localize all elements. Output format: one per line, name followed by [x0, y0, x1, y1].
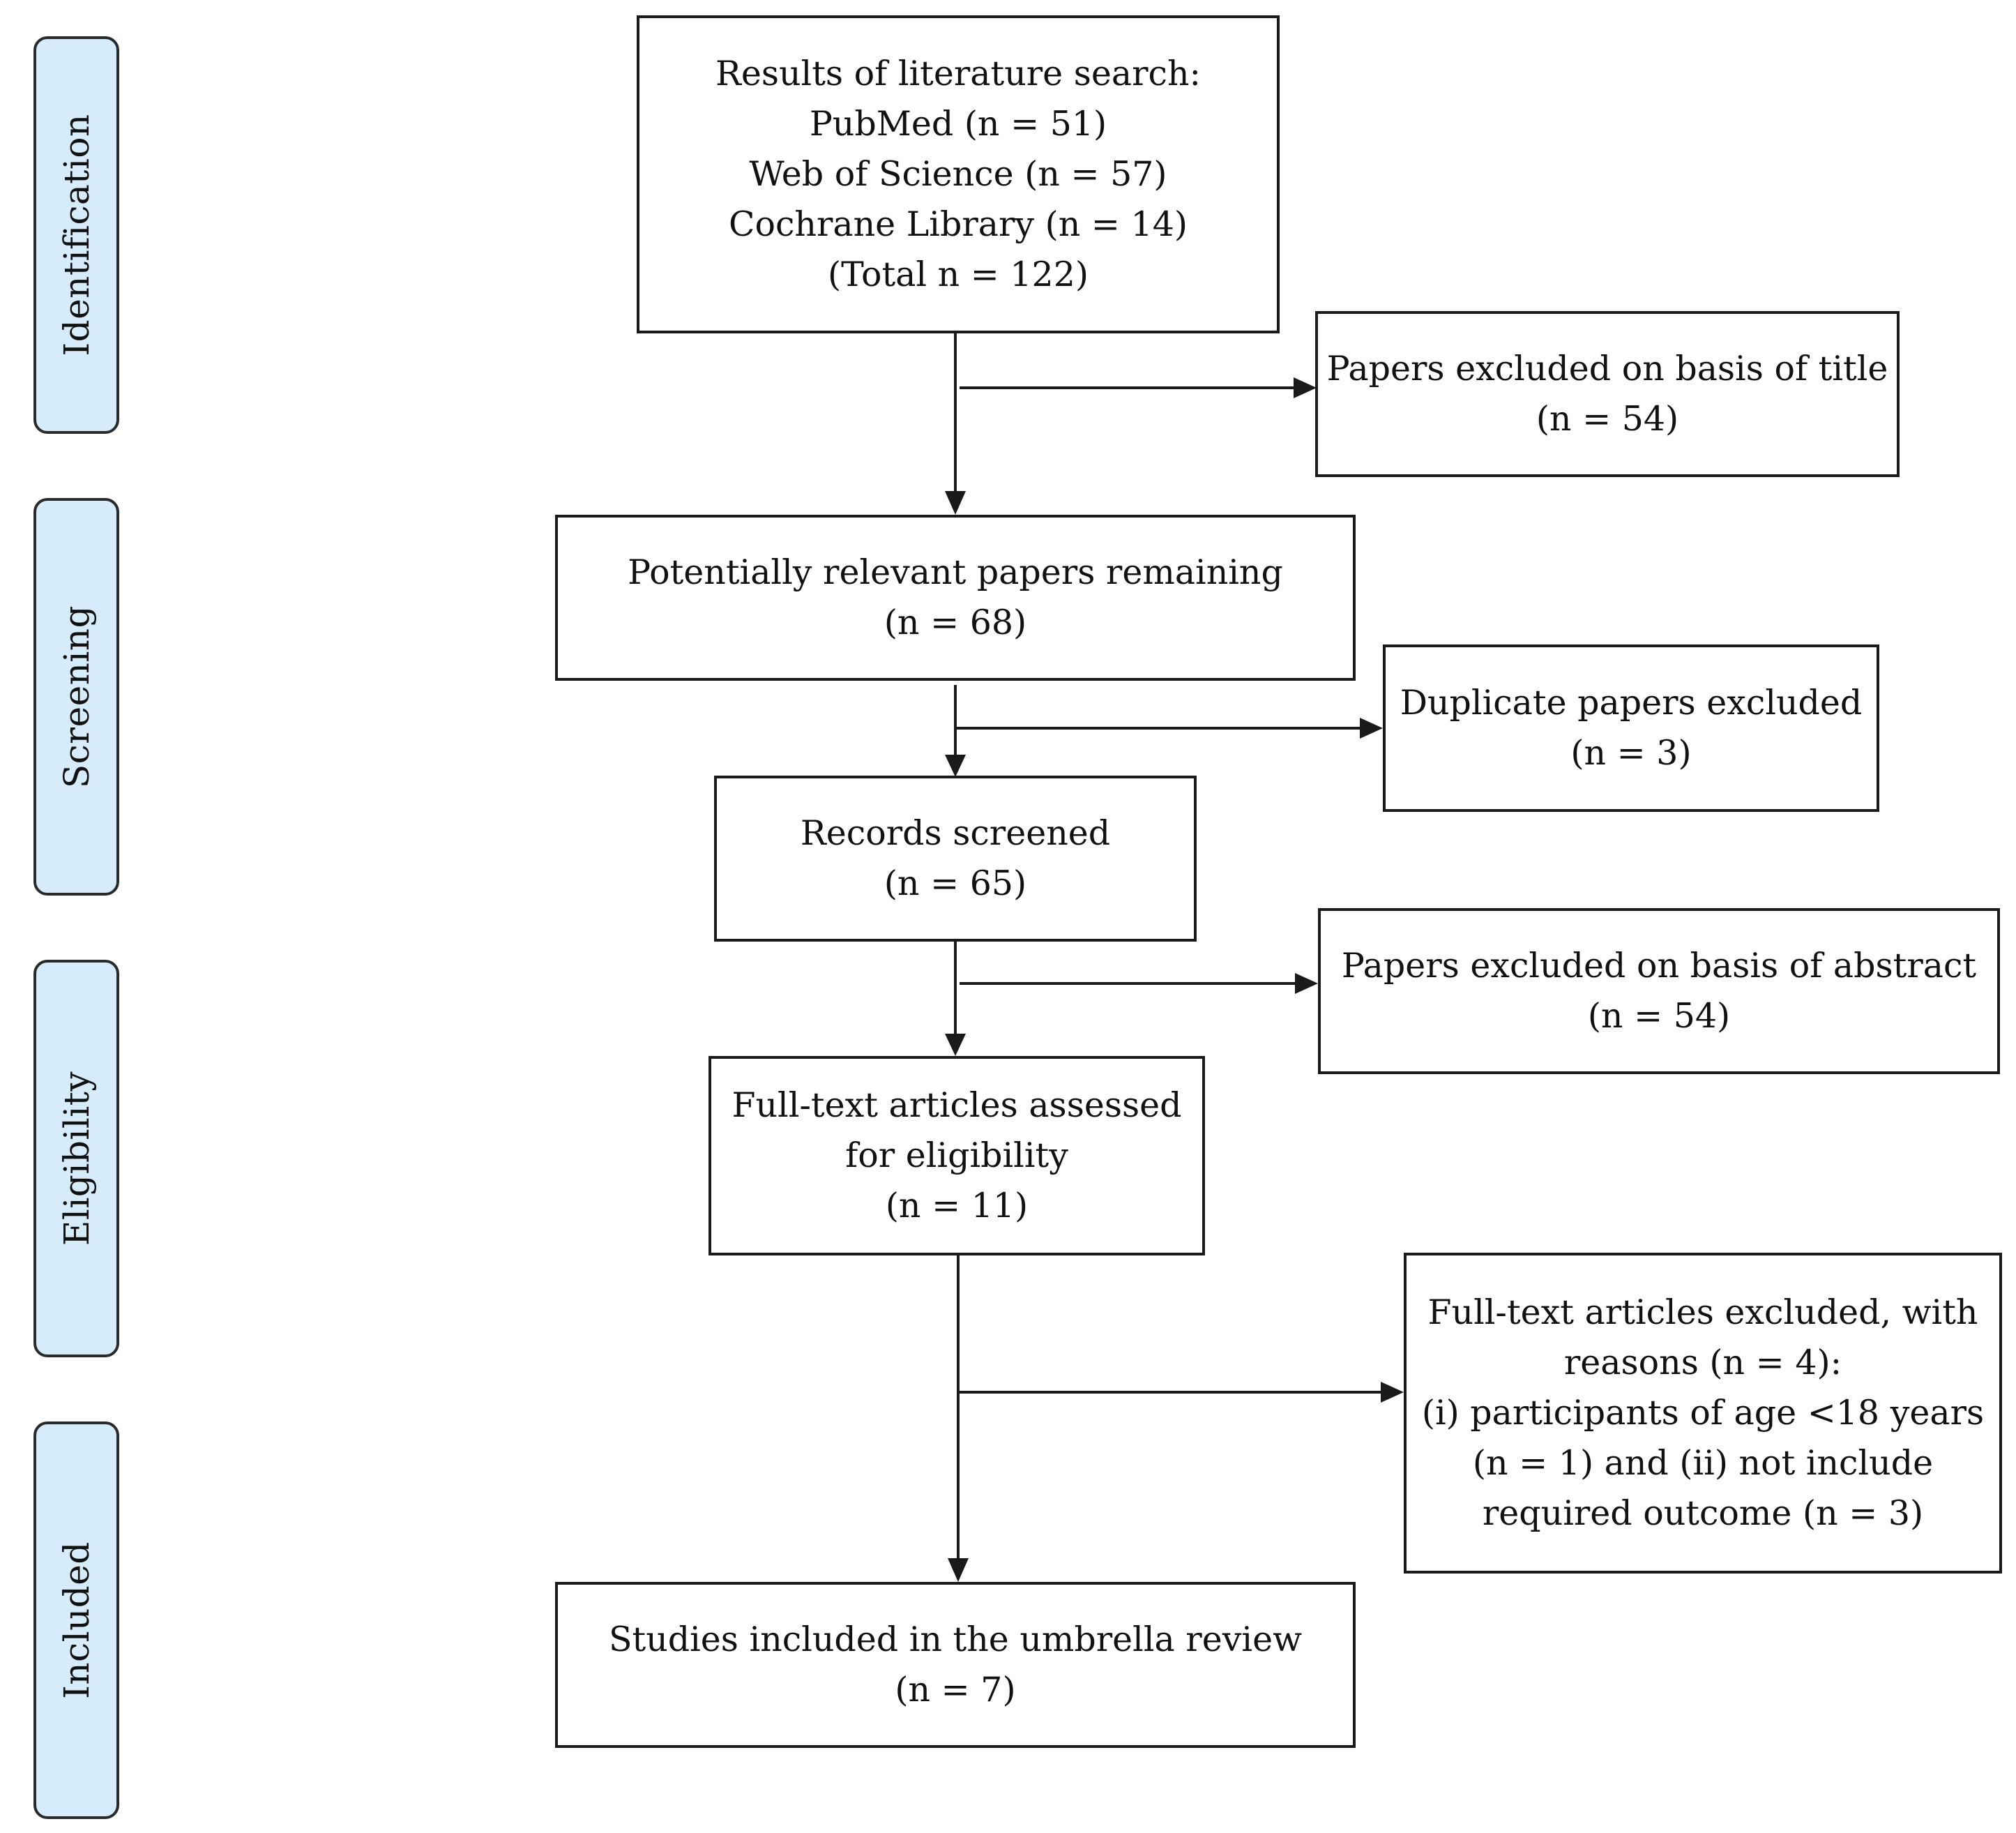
arrowhead-excluded-fulltext — [1381, 1382, 1404, 1403]
arrowhead-fulltext — [945, 1034, 966, 1056]
included-line: (n = 7) — [895, 1670, 1016, 1710]
stage-included: Included — [33, 1421, 119, 1819]
box-relevant-papers: Potentially relevant papers remaining (n… — [555, 515, 1356, 681]
box-excluded-fulltext: Full-text articles excluded, with reason… — [1404, 1253, 2002, 1574]
arrowhead-screened — [945, 755, 966, 777]
arrowhead-excluded-abstract — [1295, 973, 1318, 994]
fulltext-line: Full-text articles assessed — [732, 1085, 1182, 1125]
fulltext-line: for eligibility — [845, 1136, 1068, 1175]
search-line: Web of Science (n = 57) — [749, 154, 1167, 194]
search-line: (Total n = 122) — [827, 255, 1089, 294]
arrowhead-relevant — [945, 491, 966, 515]
excluded-fulltext-line: Full-text articles excluded, with — [1427, 1292, 1978, 1332]
excluded-fulltext-line: reasons (n = 4): — [1563, 1343, 1842, 1382]
box-fulltext-assessed: Full-text articles assessed for eligibil… — [708, 1056, 1205, 1255]
box-records-screened: Records screened (n = 65) — [714, 776, 1197, 942]
excluded-fulltext-line: required outcome (n = 3) — [1482, 1493, 1924, 1533]
box-excluded-title: Papers excluded on basis of title (n = 5… — [1315, 311, 1900, 477]
stage-screening: Screening — [33, 498, 119, 896]
excluded-title-line: (n = 54) — [1536, 399, 1679, 439]
excluded-title-line: Papers excluded on basis of title — [1326, 349, 1888, 389]
box-studies-included: Studies included in the umbrella review … — [555, 1582, 1356, 1748]
arrowhead-excluded-title — [1294, 377, 1317, 398]
stage-identification: Identification — [33, 36, 119, 434]
screened-line: Records screened — [800, 813, 1111, 853]
search-line: Cochrane Library (n = 14) — [728, 204, 1188, 244]
included-line: Studies included in the umbrella review — [608, 1620, 1303, 1659]
duplicates-line: (n = 3) — [1570, 733, 1692, 773]
screened-line: (n = 65) — [884, 863, 1027, 903]
relevant-line: Potentially relevant papers remaining — [628, 552, 1283, 592]
box-excluded-abstract: Papers excluded on basis of abstract (n … — [1318, 908, 2000, 1074]
excluded-abstract-line: (n = 54) — [1587, 996, 1731, 1036]
excluded-fulltext-line: (i) participants of age <18 years — [1421, 1393, 1985, 1433]
arrowhead-included — [948, 1558, 969, 1582]
stage-eligibility: Eligibility — [33, 960, 119, 1357]
arrowhead-duplicates — [1360, 718, 1383, 739]
search-line: Results of literature search: — [715, 54, 1202, 93]
relevant-line: (n = 68) — [884, 603, 1027, 642]
fulltext-line: (n = 11) — [885, 1186, 1029, 1225]
excluded-fulltext-line: (n = 1) and (ii) not include — [1472, 1443, 1934, 1483]
search-line: PubMed (n = 51) — [809, 104, 1107, 144]
box-duplicates-excluded: Duplicate papers excluded (n = 3) — [1383, 644, 1879, 812]
duplicates-line: Duplicate papers excluded — [1400, 683, 1863, 723]
excluded-abstract-line: Papers excluded on basis of abstract — [1341, 946, 1977, 986]
box-literature-search: Results of literature search: PubMed (n … — [637, 15, 1280, 333]
